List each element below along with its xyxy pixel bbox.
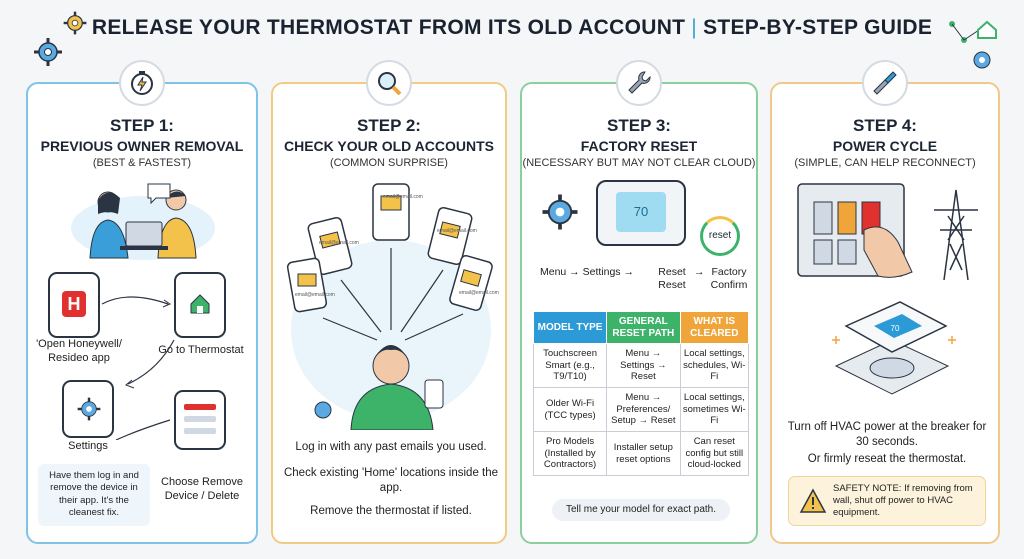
reset-cycle-icon: reset	[700, 216, 740, 256]
email-label: email@email.com	[383, 194, 423, 200]
step-4-card: STEP 4: POWER CYCLE (SIMPLE, CAN HELP RE…	[770, 60, 1000, 544]
title-right: STEP-BY-STEP GUIDE	[703, 16, 933, 39]
gear-icon	[542, 194, 578, 230]
flow-settings-label: Settings	[68, 440, 108, 452]
model-reset-table: MODEL TYPE GENERAL RESET PATH WHAT IS CL…	[532, 311, 750, 476]
page-title: RELEASE YOUR THERMOSTAT FROM ITS OLD ACC…	[0, 16, 1024, 40]
model-tip-pill: Tell me your model for exact path.	[552, 499, 730, 521]
path-settings: Settings	[582, 266, 621, 278]
step-2-line: Check existing 'Home' locations inside t…	[283, 467, 499, 494]
step-title: CHECK YOUR OLD ACCOUNTS	[283, 138, 494, 154]
step-2-badge	[366, 60, 412, 106]
safety-note: SAFETY NOTE: If removing from wall, shut…	[788, 476, 986, 526]
home-icon	[190, 294, 210, 314]
gear-icon	[63, 11, 87, 35]
email-label: email@email.com	[459, 290, 499, 296]
step-4-line: Or firmly reseat the thermostat.	[807, 453, 967, 465]
flow-go-to-label: Go to Thermostat	[158, 344, 244, 356]
settings-phone	[62, 380, 114, 438]
title-separator: |	[691, 16, 698, 39]
breaker-panel-illustration	[797, 183, 978, 281]
two-people-laptop-illustration	[71, 183, 215, 260]
step-2-card: STEP 2: CHECK YOUR OLD ACCOUNTS (COMMON …	[271, 60, 507, 544]
step-title: FACTORY RESET	[580, 138, 698, 154]
stopwatch-lightning-icon	[131, 71, 153, 95]
title-left: RELEASE YOUR THERMOSTAT FROM ITS OLD ACC…	[91, 16, 686, 39]
email-accounts-illustration	[286, 183, 493, 430]
honeywell-app-phone: H	[48, 272, 100, 338]
step-number: STEP 1:	[110, 116, 174, 135]
step-3-heading: STEP 3: FACTORY RESET (NECESSARY BUT MAY…	[522, 116, 756, 169]
thermostat-screen-value: 70	[890, 324, 900, 333]
wrench-icon	[628, 71, 651, 94]
table-row: Pro Models (Installed by Contractors)Ins…	[532, 431, 750, 476]
email-label: email@email.com	[319, 240, 359, 246]
step-2-heading: STEP 2: CHECK YOUR OLD ACCOUNTS (COMMON …	[273, 116, 505, 169]
step-2-line: Log in with any past emails you used.	[295, 441, 487, 453]
step-1-badge	[119, 60, 165, 106]
table-header-path: GENERAL RESET PATH	[606, 311, 681, 344]
flow-open-app-label: 'Open Honeywell/ Resideo app	[36, 338, 122, 364]
step-3-badge	[616, 60, 662, 106]
flow-arrows	[101, 296, 175, 440]
step-number: STEP 2:	[357, 116, 421, 135]
step-subtitle: (BEST & FASTEST)	[92, 157, 192, 169]
remove-device-phone	[174, 390, 226, 450]
step-subtitle: (NECESSARY BUT MAY NOT CLEAR CLOUD)	[522, 157, 756, 169]
step-3-card: STEP 3: FACTORY RESET (NECESSARY BUT MAY…	[520, 60, 758, 544]
magnifier-icon	[378, 72, 402, 96]
table-row: Touchscreen Smart (e.g., T9/T10)Menu → S…	[532, 343, 750, 388]
path-factory: Factory Confirm	[710, 266, 748, 292]
step-4-heading: STEP 4: POWER CYCLE (SIMPLE, CAN HELP RE…	[772, 116, 998, 169]
step-title: PREVIOUS OWNER REMOVAL	[40, 138, 244, 154]
honeywell-app-icon: H	[62, 291, 86, 317]
step-1-note: Have them log in and remove the device i…	[38, 464, 150, 526]
email-label: email@email.com	[437, 228, 477, 234]
step-4-badge	[862, 60, 908, 106]
path-menu: Menu	[540, 266, 567, 278]
table-header-cleared: WHAT IS CLEARED	[679, 311, 750, 344]
reset-path: Menu → Settings → Reset Reset → Factory …	[540, 266, 750, 291]
step-2-line: Remove the thermostat if listed.	[310, 505, 472, 517]
gear-icon	[34, 38, 62, 66]
screwdriver-icon	[873, 71, 897, 95]
thermostat-wall-plate-illustration	[832, 301, 956, 395]
thermostat-device: 70	[596, 180, 686, 246]
step-subtitle: (COMMON SURPRISE)	[330, 157, 448, 169]
warning-icon	[799, 488, 827, 513]
step-number: STEP 4:	[853, 116, 917, 135]
flow-choose-remove-label: Choose Remove Device / Delete	[161, 476, 243, 502]
table-row: Older Wi-Fi (TCC types)Menu → Preference…	[532, 387, 750, 432]
email-label: email@email.com	[295, 292, 335, 298]
step-subtitle: (SIMPLE, CAN HELP RECONNECT)	[794, 157, 976, 169]
step-4-line: Turn off HVAC power at the breaker for 3…	[787, 421, 987, 448]
step-1-card: STEP 1: PREVIOUS OWNER REMOVAL (BEST & F…	[26, 60, 258, 544]
gear-icon	[77, 397, 101, 421]
path-reset: Reset Reset	[658, 266, 686, 292]
table-header-model: MODEL TYPE	[532, 311, 608, 344]
step-1-heading: STEP 1: PREVIOUS OWNER REMOVAL (BEST & F…	[28, 116, 256, 169]
step-number: STEP 3:	[607, 116, 671, 135]
safety-note-text: SAFETY NOTE: If removing from wall, shut…	[833, 483, 973, 518]
thermostat-app-phone	[174, 272, 226, 338]
network-house-icon	[949, 20, 997, 69]
step-title: POWER CYCLE	[832, 138, 938, 154]
thermostat-screen-value: 70	[616, 192, 666, 232]
